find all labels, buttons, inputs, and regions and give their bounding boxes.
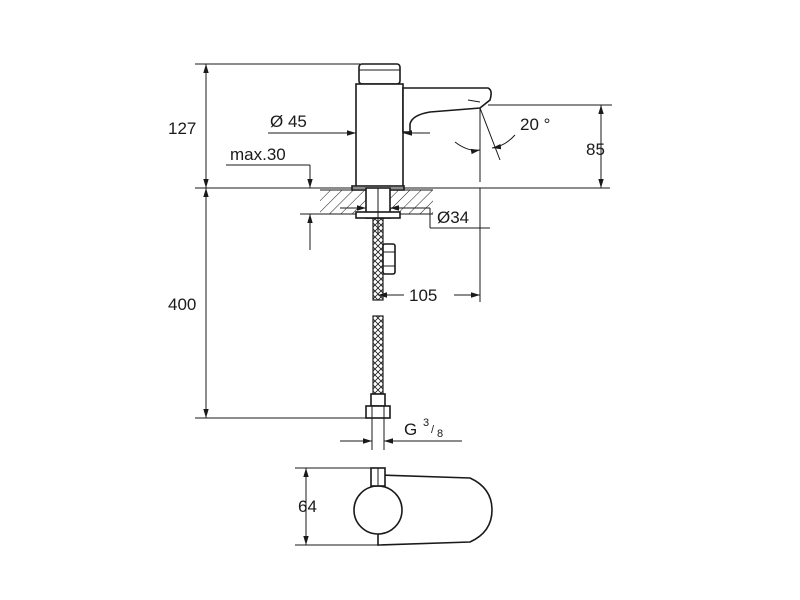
dim-top-width: 64 — [295, 467, 378, 546]
dim-hose-length-label: 400 — [168, 295, 196, 314]
faucet-body — [355, 83, 404, 189]
dim-max-thickness: max.30 — [226, 145, 320, 250]
dim-spout-height-label: 85 — [586, 140, 605, 159]
faucet-side-view — [351, 63, 492, 191]
top-view-spout — [377, 474, 493, 546]
dim-spout-angle-label: 20 ° — [520, 115, 550, 134]
dim-spout-height: 85 — [488, 104, 612, 188]
dim-thread-numerator: 3 — [423, 417, 429, 429]
dim-projection: 105 — [378, 188, 481, 305]
dim-top-width-label: 64 — [298, 497, 317, 516]
dim-thread-slash: / — [431, 424, 435, 436]
dim-spout-angle: 20 ° — [454, 107, 550, 182]
dim-height-total: 127 — [168, 63, 360, 188]
dim-height-total-label: 127 — [168, 119, 196, 138]
dim-body-diameter-label: Ø 45 — [270, 112, 307, 131]
dim-projection-label: 105 — [409, 286, 437, 305]
faucet-cap — [358, 63, 401, 85]
faucet-spout — [402, 87, 492, 133]
faucet-top-view — [353, 467, 493, 546]
supply-hose — [365, 217, 396, 450]
dim-max-thickness-label: max.30 — [230, 145, 286, 164]
dim-thread: G 3 / 8 — [340, 417, 462, 444]
dim-thread-letter: G — [404, 420, 417, 439]
countertop — [195, 187, 610, 235]
dim-hole-diameter-label: Ø34 — [437, 208, 469, 227]
dim-hose-length: 400 — [168, 188, 366, 419]
dim-thread-denominator: 8 — [437, 428, 443, 440]
dim-body-diameter: Ø 45 — [268, 112, 430, 136]
top-view-body — [353, 485, 403, 535]
